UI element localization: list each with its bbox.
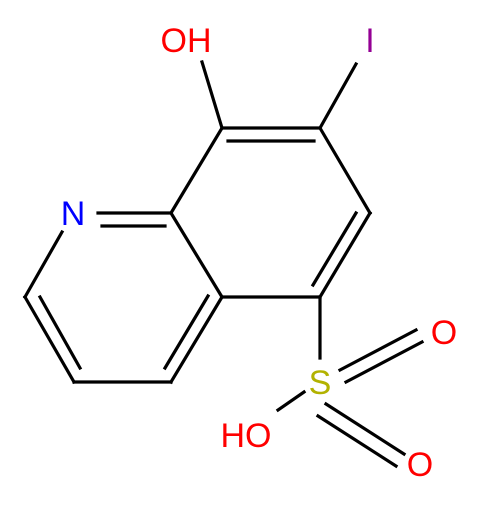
bond-c6-c5 bbox=[317, 210, 373, 300]
bond-s-ho bbox=[275, 389, 307, 413]
bond-s-o-right-2 bbox=[343, 339, 425, 385]
bond-c3-c2-double bbox=[37, 294, 83, 371]
bond-c3-c2 bbox=[22, 294, 77, 385]
atom-label-iodine: I bbox=[365, 22, 374, 60]
atom-label-nitrogen: N bbox=[61, 195, 86, 233]
bond-c2-n bbox=[22, 229, 65, 300]
atom-label-oxygen-right: O bbox=[431, 314, 457, 352]
bond-s-o-bottom-1 bbox=[323, 401, 407, 457]
atom-label-ho: HO bbox=[221, 417, 272, 455]
bond-c8a-c8 bbox=[168, 125, 225, 216]
bond-c7-c6 bbox=[317, 125, 373, 216]
bond-c8-oh bbox=[200, 60, 224, 130]
bond-c4-c4-double bbox=[162, 293, 211, 371]
atom-label-oxygen-bottom: O bbox=[407, 446, 433, 484]
bond-c4a-c4 bbox=[168, 294, 225, 385]
atom-label-oh: OH bbox=[161, 22, 212, 60]
atom-label-sulfur: S bbox=[309, 364, 332, 402]
bond-s-o-bottom-2 bbox=[315, 413, 399, 469]
bond-c7-i bbox=[317, 61, 359, 131]
bond-c8a-c4a bbox=[168, 210, 225, 300]
bond-s-o-right-1 bbox=[337, 327, 419, 373]
bond-c6-c5-double bbox=[310, 210, 359, 288]
